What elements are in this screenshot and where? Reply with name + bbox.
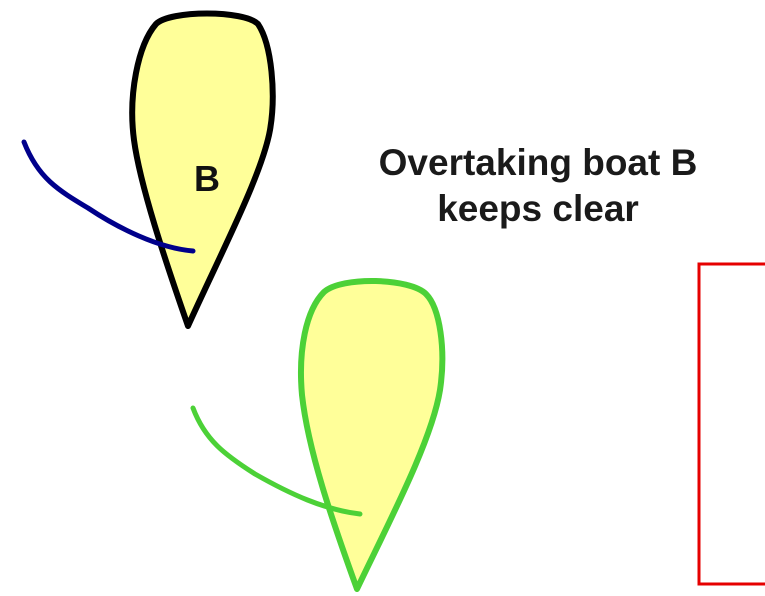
boat-green-sail (190, 405, 363, 517)
boat-green (190, 277, 446, 592)
boat-green-hull (297, 277, 446, 592)
boat-b-sail (21, 139, 196, 254)
caption-line-2: keeps clear (437, 188, 639, 229)
red-frame (697, 262, 765, 586)
caption-line-1: Overtaking boat B (378, 142, 698, 183)
boat-b-label: B (194, 158, 220, 199)
boat-b (21, 10, 276, 329)
caption: Overtaking boat B keeps clear (318, 140, 758, 232)
